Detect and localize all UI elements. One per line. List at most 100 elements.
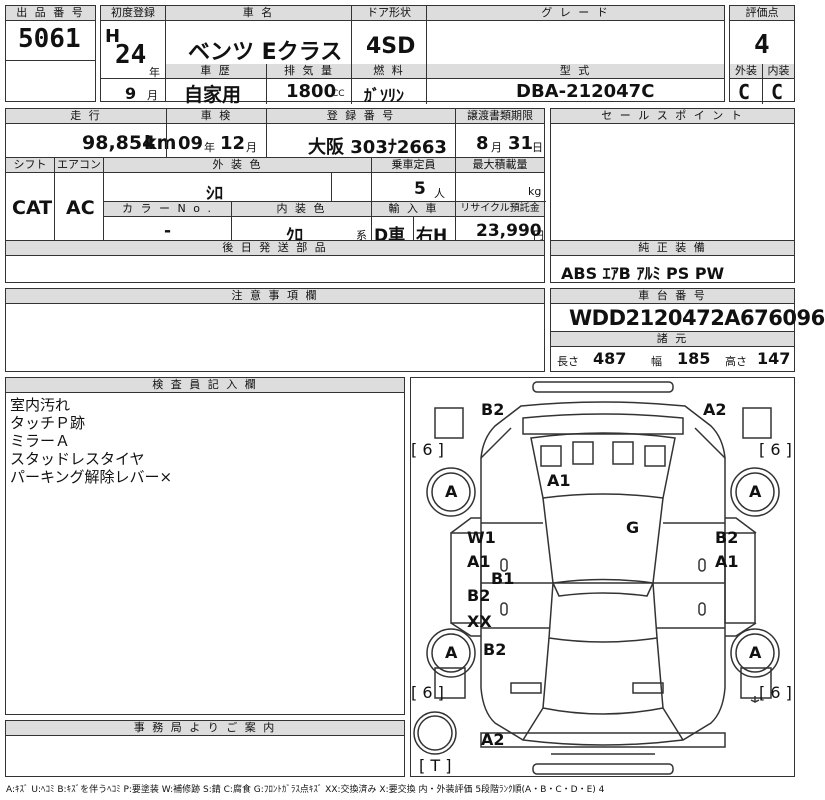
sales-points-label: セ ー ル ス ポ イ ン ト <box>551 109 794 124</box>
interior-grade: C <box>771 80 784 104</box>
month-unit: 月 <box>147 89 158 102</box>
score: 4 <box>754 30 770 60</box>
car-name-label: 車 名 <box>166 6 351 21</box>
tire-tread-rear-right: [ 6 ] <box>759 683 792 702</box>
width: 185 <box>677 349 711 368</box>
tire-tread-front-right: [ 6 ] <box>759 440 792 459</box>
wheel-rear-left: A <box>445 643 458 662</box>
capacity-unit: 人 <box>434 187 445 200</box>
inspector-line-4: スタッドレスタイヤ <box>10 450 145 468</box>
lot-number: 5061 <box>18 24 81 54</box>
notes-label: 注 意 事 項 欄 <box>6 289 544 304</box>
inspector-box: 検 査 員 記 入 欄 室内汚れ タッチＰ跡 ミラーＡ スタッドレスタイヤ パー… <box>5 377 405 715</box>
ac: AC <box>66 197 95 219</box>
equipment-label: 純 正 装 備 <box>551 241 794 256</box>
mark-rear-bumper: A2 <box>481 730 505 749</box>
lot-number-box: 出 品 番 号 5061 <box>5 5 96 61</box>
plate-number: 大阪 303ﾅ2663 <box>308 137 447 158</box>
max-load-label: 最大積載量 <box>456 158 544 173</box>
sales-points-box: セ ー ル ス ポ イ ン ト <box>550 108 795 241</box>
registration-year: 24 <box>115 40 147 70</box>
tire-tread-rear-left: [ 6 ] <box>411 683 444 702</box>
displacement-label: 排 気 量 <box>267 64 351 79</box>
later-parts-box: 後 日 発 送 部 品 <box>5 240 545 283</box>
history: 自家用 <box>184 84 242 106</box>
dimensions-label: 諸 元 <box>551 332 794 347</box>
height-label: 高さ <box>725 355 747 368</box>
width-label: 幅 <box>651 355 662 368</box>
mark-hood: A1 <box>547 471 571 490</box>
mark-front-right: A2 <box>703 400 727 419</box>
history-label: 車 歴 <box>166 64 266 79</box>
office-box: 事 務 局 よ り ご 案 内 <box>5 720 405 777</box>
car-diagram-box: [ 6 ] [ 6 ] [ 6 ] [ 6 ] [ T ] A A A A B2… <box>410 377 795 777</box>
capacity-label: 乗車定員 <box>372 158 455 173</box>
recycle-fee-unit: 円 <box>533 229 544 242</box>
car-outline <box>413 381 780 775</box>
fuel: ｶﾞｿﾘﾝ <box>364 86 405 105</box>
mark-left-front-door-2: A1 <box>467 552 491 571</box>
max-load-unit: kg <box>528 185 542 198</box>
length: 487 <box>593 349 627 368</box>
inspector-line-2: タッチＰ跡 <box>10 414 86 432</box>
inspection-year: 09 <box>178 133 204 154</box>
import-label: 輸 入 車 <box>372 202 455 217</box>
inspection-month-unit: 月 <box>246 141 257 154</box>
mark-right-front-door-1: B2 <box>715 528 739 547</box>
legend: A:ｷｽﾞ U:ﾍｺﾐ B:ｷｽﾞを伴うﾍｺﾐ P:要塗装 W:補修跡 S:錆 … <box>6 785 605 795</box>
later-parts-label: 後 日 発 送 部 品 <box>6 241 544 256</box>
registration-month: 9 <box>125 84 137 103</box>
wheel-front-left: A <box>445 482 458 501</box>
spare-tire-label: [ T ] <box>419 756 452 775</box>
score-label: 評価点 <box>730 6 794 21</box>
shift-label: シフト <box>6 158 54 173</box>
mark-left-rear-door-2: XX <box>467 612 492 631</box>
wheel-front-right: A <box>749 482 762 501</box>
equipment-text: ABS ｴｱB ｱﾙﾐ PS PW <box>561 264 725 283</box>
mark-front-left: B2 <box>481 400 505 419</box>
length-label: 長さ <box>557 355 579 368</box>
exterior-color-label: 外 装 色 <box>104 158 371 173</box>
inspection-year-unit: 年 <box>204 141 215 154</box>
first-registration-label: 初度登録 <box>101 6 165 21</box>
wheel-rear-right: A <box>749 643 762 662</box>
lot-number-label: 出 品 番 号 <box>6 6 95 21</box>
interior-color-label: 内 装 色 <box>232 202 371 217</box>
color-number: - <box>164 221 172 241</box>
transfer-month-unit: 月 <box>491 141 502 154</box>
era: H <box>105 26 121 47</box>
lot-blank-box <box>5 60 96 102</box>
inspection-label: 車 検 <box>167 109 266 124</box>
equipment-box: 純 正 装 備 ABS ｴｱB ｱﾙﾐ PS PW <box>550 240 795 283</box>
mileage: 98,854 <box>82 132 156 154</box>
transfer-day-unit: 日 <box>532 141 543 154</box>
exterior-grade-label: 外装 <box>730 64 762 79</box>
grade-label: グ レ ー ド <box>427 6 724 21</box>
plate-label: 登 録 番 号 <box>267 109 455 124</box>
color-number-label: カ ラ ー N o . <box>104 202 231 217</box>
mark-left-rear-door-1: B2 <box>467 586 491 605</box>
exterior-color: ｼﾛ <box>206 184 223 204</box>
model-code: DBA-212047C <box>516 81 655 102</box>
model-code-label: 型 式 <box>427 64 724 79</box>
exterior-grade: C <box>738 80 751 104</box>
details-box: 走 行 98,854 km 車 検 09 年 12 月 登 録 番 号 大阪 3… <box>5 108 546 246</box>
height: 147 <box>757 349 791 368</box>
displacement: 1800 <box>286 81 337 102</box>
recycle-fee: 23,990 <box>476 221 542 241</box>
transfer-deadline-label: 譲渡書類期限 <box>456 109 544 124</box>
mark-windshield: G <box>626 518 640 537</box>
interior-color-unit: 系 <box>356 229 367 242</box>
chassis-box: 車 台 番 号 WDD2120472A676096 諸 元 長さ 487 幅 1… <box>550 288 825 372</box>
office-label: 事 務 局 よ り ご 案 内 <box>6 721 404 736</box>
mark-left-front-door-1: W1 <box>467 528 496 547</box>
first-registration-box: 初度登録 H 24 年 9 月 <box>100 5 166 103</box>
capacity: 5 <box>414 179 426 199</box>
mileage-unit: km <box>144 132 177 154</box>
shift: CAT <box>12 197 53 219</box>
inspector-line-3: ミラーＡ <box>10 432 71 450</box>
inspector-line-1: 室内汚れ <box>10 396 71 414</box>
mileage-label: 走 行 <box>6 109 166 124</box>
transfer-day: 31 <box>508 133 534 154</box>
chassis-number: WDD2120472A676096 <box>569 306 825 330</box>
